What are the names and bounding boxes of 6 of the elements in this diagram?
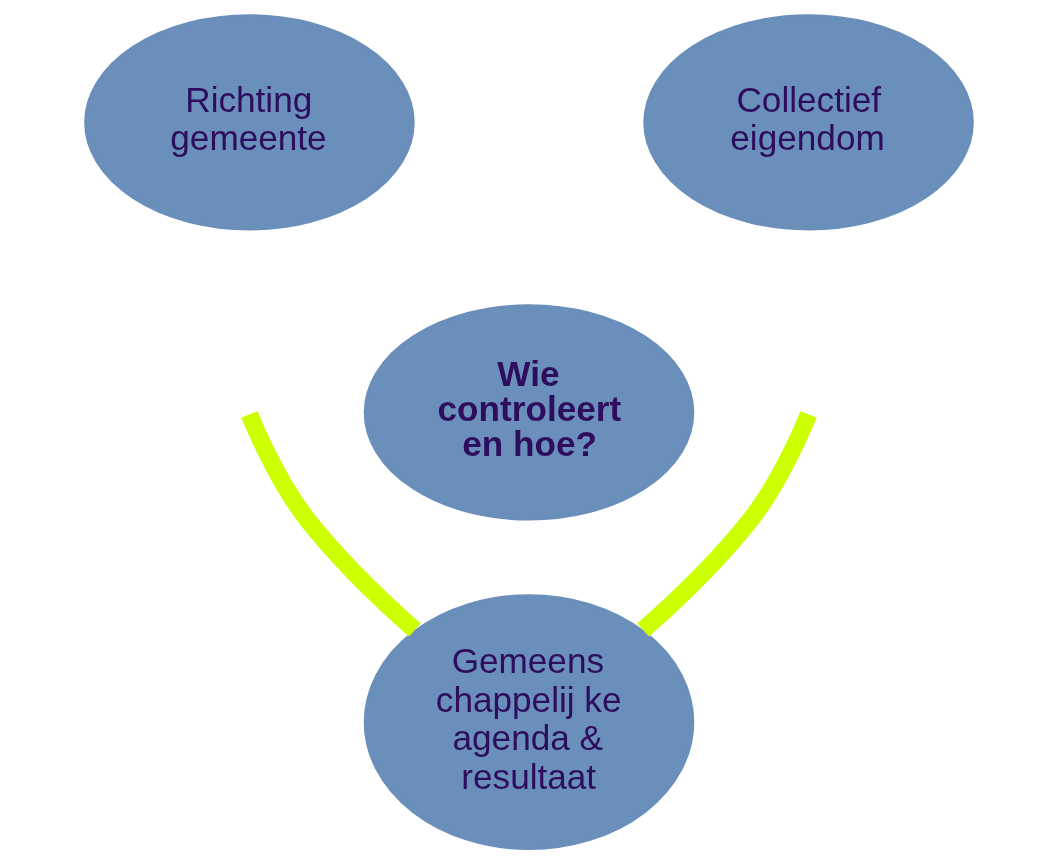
node-ellipse: Richting gemeente [83, 14, 415, 231]
node-ellipse: Gemeens chappelij ke agenda & resultaat [363, 594, 694, 851]
connector [636, 411, 817, 637]
node-ellipse: Collectief eigendom [642, 14, 974, 231]
connector [240, 411, 421, 637]
node-ellipse: Wie controleert en hoe? [363, 304, 694, 521]
